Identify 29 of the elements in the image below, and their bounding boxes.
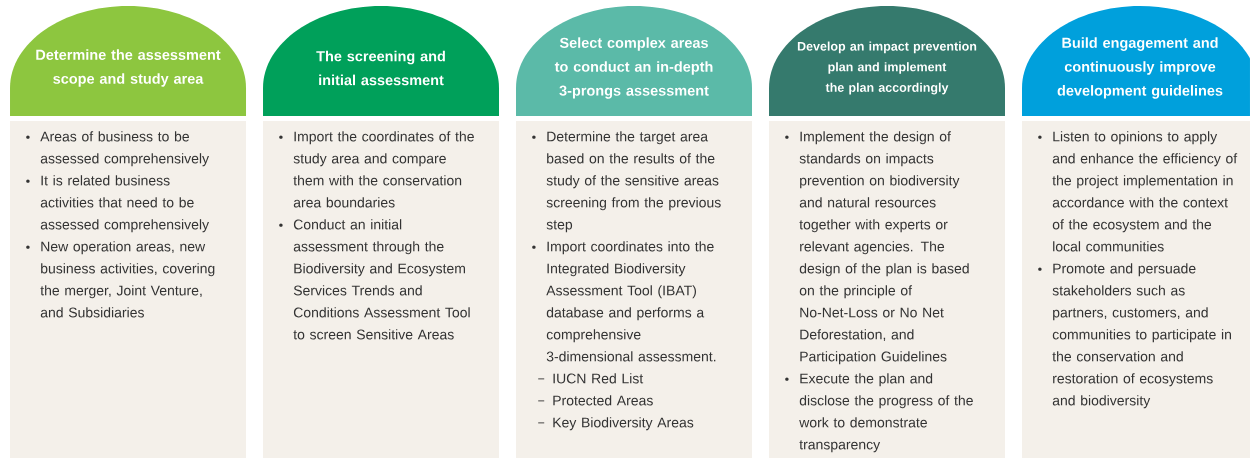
bullet-item: Import coordinates into the Integrated Biodiversity Assessment Tool (IBAT) database and performs a comprehensive 3-dimensional assessment.	[532, 241, 716, 362]
step-heading: Determine the assessment scope and study area	[36, 49, 221, 87]
bullet-item: New operation areas, new business activities, covering the merger, Joint Venture, and Subsidiaries	[26, 241, 215, 318]
bullet-item: Listen to opinions to apply and enhance the efficiency of the project implementation in accordance with the context of the ecosystem and the local communities	[1038, 131, 1238, 252]
bullet-item: Promote and persuade stakeholders such as partners, customers, and communities to participate in the conservation and restoration of ecosystems and biodiversity	[1038, 263, 1231, 409]
step-heading: Select complex areas to conduct an in-depth 3-prongs assessment	[554, 37, 713, 99]
step-panel	[1022, 121, 1250, 458]
bullet-item: Determine the target area based on the results of the study of the sensitive areas screening from the previous step	[532, 131, 721, 233]
step-panel	[769, 121, 1005, 458]
bullet-item: Execute the plan and disclose the progress of the work to demonstrate transparency	[785, 373, 973, 453]
dome-header	[263, 6, 499, 116]
bullet-item: Import the coordinates of the study area and compare them with the conservation area boundaries	[279, 131, 474, 208]
bullet-item: It is related business activities that need to be assessed comprehensively	[26, 175, 209, 233]
step-heading: Develop an impact prevention plan and implement the plan accordingly	[797, 41, 977, 95]
sub-item: Protected Areas	[537, 395, 653, 406]
step-panel	[263, 121, 499, 458]
bullet-item: Implement the design of standards on impacts prevention on biodiversity and natural resources together with experts or relevant agencies. The design of the plan is based on the principle of No-Net-Loss or No Net Deforestation, and Participation Guidelines	[785, 131, 969, 365]
bullet-item: Areas of business to be assessed comprehensively	[26, 131, 209, 167]
step-heading: The screening and initial assessment	[316, 50, 445, 86]
sub-item: Key Biodiversity Areas	[537, 417, 694, 431]
dome-header	[1022, 6, 1250, 116]
dome-header	[516, 6, 752, 116]
step-panel	[516, 121, 752, 458]
step-panel	[10, 121, 246, 458]
sub-item: IUCN Red List	[537, 373, 644, 384]
step-heading: Build engagement and continuously improve development guidelines	[1057, 37, 1223, 99]
dome-header	[10, 6, 246, 116]
dome-header	[769, 6, 1005, 116]
bullet-item: Conduct an initial assessment through the Biodiversity and Ecosystem Services Trends and Conditions Assessment Tool to screen Sensitive Areas	[279, 219, 470, 340]
